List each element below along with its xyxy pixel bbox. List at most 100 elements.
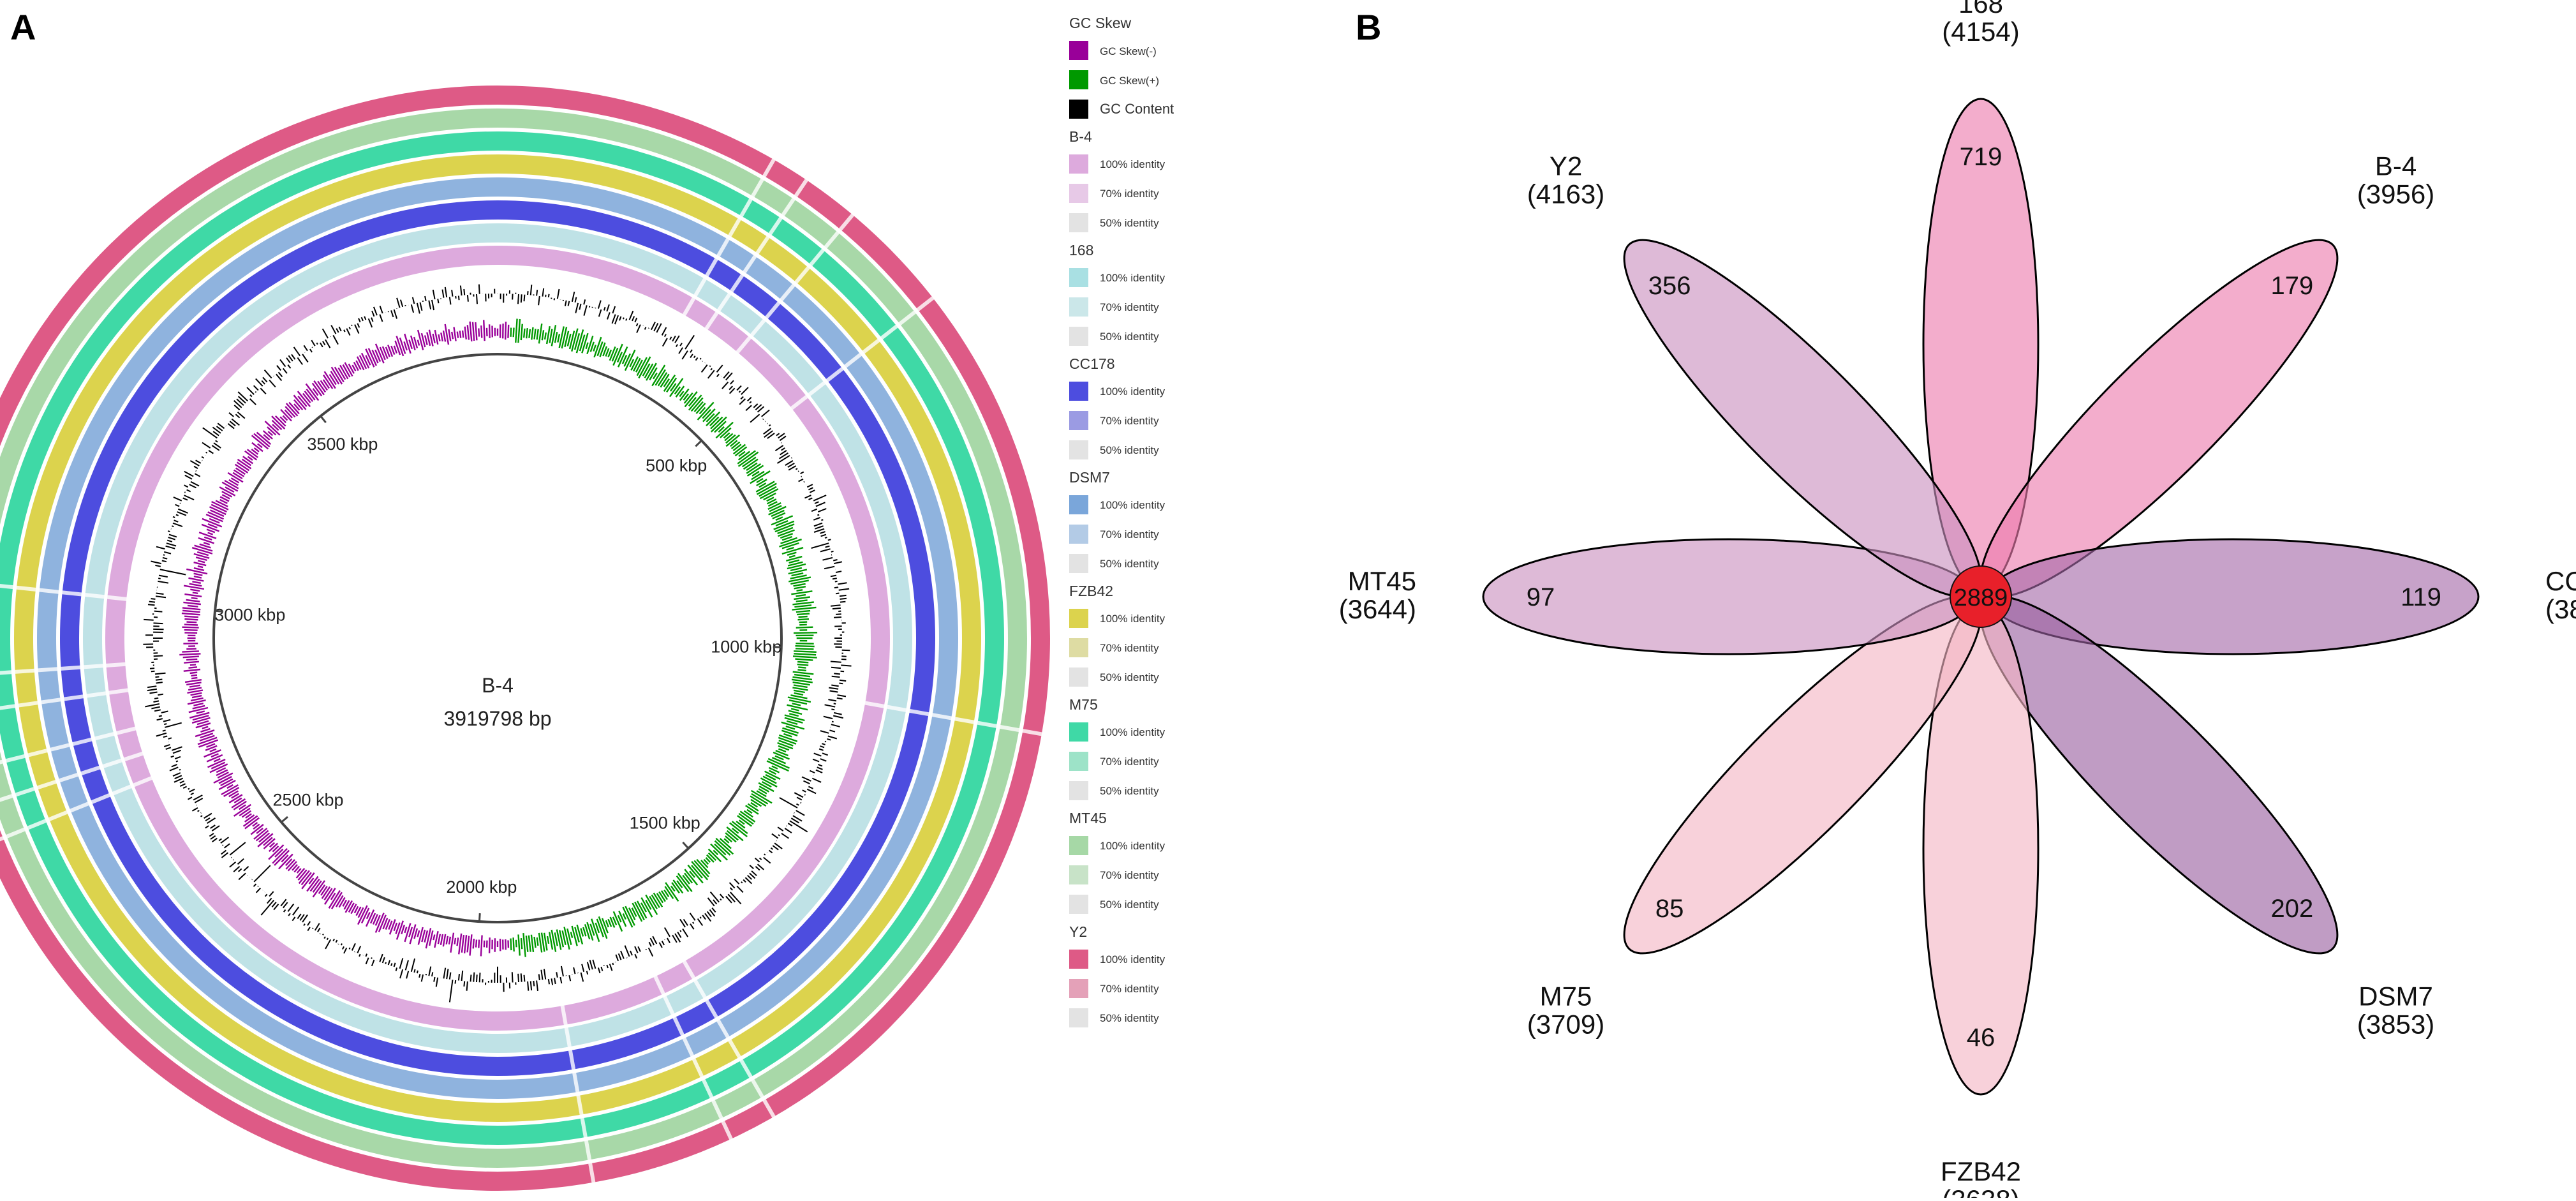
petal-strain-label: M75: [1540, 981, 1592, 1011]
tick-mark: [683, 842, 688, 849]
legend-label: 100% identity: [1100, 272, 1166, 284]
legend-swatch: [1069, 268, 1088, 287]
tick-label: 3000 kbp: [214, 606, 285, 625]
petal-unique-count: 202: [2271, 895, 2314, 923]
petal-unique-count: 85: [1655, 895, 1684, 923]
legend-swatch: [1069, 70, 1088, 89]
petal-total-label: (3644): [1339, 594, 1416, 624]
legend-label: 70% identity: [1100, 188, 1159, 200]
legend-swatch: [1069, 554, 1088, 573]
petal-total-label: (3709): [1527, 1010, 1604, 1040]
legend-label: 70% identity: [1100, 756, 1159, 768]
legend-label: GC Skew(+): [1100, 75, 1159, 87]
blast-rings: [0, 95, 1044, 1185]
legend-gc-title: GC Skew: [1069, 15, 1132, 31]
legend-label: 70% identity: [1100, 415, 1159, 427]
legend-swatch: [1069, 100, 1088, 119]
core-value: 2889: [1954, 585, 2008, 611]
tick-mark: [321, 416, 326, 422]
legend-label: 70% identity: [1100, 983, 1159, 995]
legend-label: 70% identity: [1100, 528, 1159, 541]
legend-swatch: [1069, 382, 1088, 401]
legend-swatch: [1069, 411, 1088, 430]
tick-label: 3500 kbp: [307, 435, 378, 454]
legend-group-title: B-4: [1069, 128, 1092, 145]
legend-swatch: [1069, 865, 1088, 884]
gc-skew-negative-track: [179, 320, 508, 956]
legend-swatch: [1069, 495, 1088, 514]
legend-swatch: [1069, 440, 1088, 459]
legend-group-title: 168: [1069, 242, 1093, 258]
petal-unique-count: 119: [2401, 583, 2441, 611]
legend-swatch: [1069, 668, 1088, 687]
legend-swatch: [1069, 327, 1088, 346]
legend-swatch: [1069, 722, 1088, 742]
legend-label: 50% identity: [1100, 671, 1159, 683]
legend-group-title: DSM7: [1069, 469, 1110, 486]
legend-swatch: [1069, 154, 1088, 174]
legend-swatch: [1069, 895, 1088, 914]
petal-strain-label: MT45: [1348, 566, 1416, 596]
tick-label: 2500 kbp: [272, 791, 343, 810]
legend-swatch: [1069, 752, 1088, 771]
legend-swatch: [1069, 525, 1088, 544]
tick-mark: [695, 440, 701, 446]
legend-label: 70% identity: [1100, 642, 1159, 654]
legend-label: 50% identity: [1100, 785, 1159, 797]
legend-label: 70% identity: [1100, 869, 1159, 881]
petal-strain-label: DSM7: [2358, 981, 2433, 1011]
legend-label: 50% identity: [1100, 1012, 1159, 1024]
legend-label: 100% identity: [1100, 499, 1166, 511]
legend-label: 50% identity: [1100, 444, 1159, 456]
legend-swatch: [1069, 1008, 1088, 1027]
petal-unique-count: 356: [1648, 272, 1691, 300]
petal-total-label: (3638): [1942, 1184, 2019, 1198]
panel-b-label: B: [1356, 7, 1381, 47]
tick-label: 500 kbp: [646, 456, 707, 475]
genome-name: B-4: [482, 674, 514, 697]
legend-swatch: [1069, 781, 1088, 800]
legend-group-title: Y2: [1069, 923, 1087, 940]
legend-swatch: [1069, 979, 1088, 998]
legend-group-title: M75: [1069, 696, 1098, 713]
ring-dsm7: [47, 187, 949, 1089]
legend-label: 100% identity: [1100, 158, 1166, 170]
petal-strain-label: CC178: [2545, 566, 2576, 596]
petal-strain-label: 168: [1958, 0, 2003, 19]
petal-unique-count: 179: [2271, 272, 2314, 300]
legend-group-title: MT45: [1069, 810, 1107, 826]
petal-total-label: (4154): [1942, 17, 2019, 47]
tick-label: 1000 kbp: [711, 638, 781, 657]
legend-swatch: [1069, 609, 1088, 628]
legend-swatch: [1069, 836, 1088, 855]
petal-total-label: (3956): [2357, 179, 2434, 209]
petal-strain-label: B-4: [2375, 151, 2417, 181]
legend-label: 50% identity: [1100, 331, 1159, 343]
legend-label: 100% identity: [1100, 840, 1166, 852]
legend-swatch: [1069, 950, 1088, 969]
petal-unique-count: 719: [1960, 143, 2002, 171]
legend-swatch: [1069, 41, 1088, 60]
genome-size: 3919798 bp: [443, 707, 551, 730]
petal-strain-label: Y2: [1550, 151, 1582, 181]
legend-label: 50% identity: [1100, 217, 1159, 229]
legend-swatch: [1069, 184, 1088, 203]
legend-label: 100% identity: [1100, 953, 1166, 966]
petal-unique-count: 97: [1527, 583, 1555, 611]
petal-total-label: (3898): [2545, 594, 2576, 624]
tick-mark: [281, 817, 288, 822]
tick-label: 1500 kbp: [630, 814, 700, 833]
petal-total-label: (3853): [2357, 1010, 2434, 1040]
panel-b-flower-diagram: B 2889 719168(4154)179B-4(3956)119CC178(…: [1339, 0, 2576, 1198]
petal-unique-count: 46: [1967, 1024, 1995, 1052]
tick-mark: [479, 913, 480, 921]
legend-label: 100% identity: [1100, 726, 1166, 738]
petal-strain-label: FZB42: [1941, 1156, 2021, 1186]
legend-label: 100% identity: [1100, 385, 1166, 398]
legend-label: 100% identity: [1100, 613, 1166, 625]
